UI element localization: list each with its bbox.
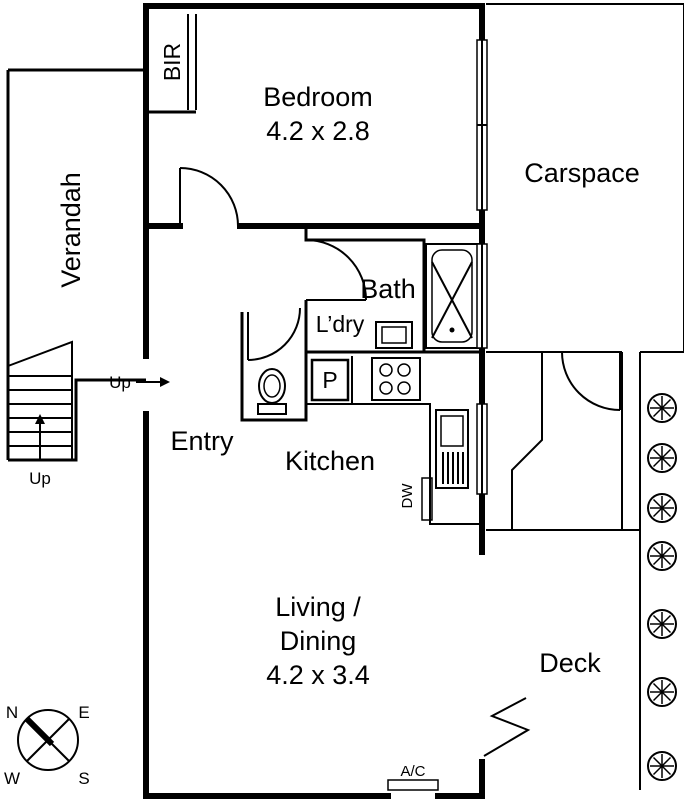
plant-leaf (661, 546, 672, 557)
laundry-label: L’dry (316, 311, 365, 337)
entry-label: Entry (170, 426, 234, 456)
plant-leaf (661, 765, 672, 776)
bedroom-label: Bedroom (263, 82, 373, 112)
plant-leaf (652, 398, 663, 409)
entry-up-arrow (136, 377, 170, 387)
plant-leaf (652, 457, 663, 468)
plant-leaf (652, 614, 663, 625)
verandah-outline (6, 68, 146, 462)
plant-leaf (652, 756, 663, 767)
cooktop (371, 357, 421, 401)
carspace-outline (486, 3, 684, 353)
plant-leaf (661, 507, 672, 518)
toilet (257, 368, 287, 415)
bath-label: Bath (360, 274, 416, 304)
kitchen-sink (435, 409, 469, 489)
plant-leaf (661, 691, 672, 702)
bir-label: BIR (159, 43, 185, 81)
bath-window (476, 243, 488, 349)
deck-label: Deck (539, 648, 601, 678)
plant-leaf (652, 682, 663, 693)
plant-leaf (661, 407, 672, 418)
compass-s: S (78, 769, 89, 788)
pantry (306, 358, 352, 405)
entry-up-label: Up (109, 373, 131, 392)
planter-plants (647, 393, 677, 781)
plant-leaf (661, 555, 672, 566)
plant-leaf (652, 691, 663, 702)
ac-label: A/C (400, 763, 425, 780)
plant-leaf (661, 457, 672, 468)
garage-area (486, 351, 641, 790)
living-label-line2: Dining (280, 626, 357, 656)
dw-label: DW (399, 483, 416, 509)
plant-leaf (661, 682, 672, 693)
pantry-label: P (322, 367, 337, 393)
plant-leaf (661, 498, 672, 509)
dishwasher (421, 477, 433, 521)
plant-leaf (661, 448, 672, 459)
compass-n: N (6, 703, 18, 722)
verandah-label: Verandah (56, 172, 86, 288)
bathtub (425, 243, 479, 349)
compass-icon (17, 709, 79, 771)
plant-leaf (661, 623, 672, 634)
plant-leaf (652, 448, 663, 459)
plant-leaf (652, 407, 663, 418)
plant-leaf (652, 507, 663, 518)
kitchen-label: Kitchen (285, 446, 375, 476)
bedroom-size: 4.2 x 2.8 (266, 116, 370, 146)
plant-leaf (652, 623, 663, 634)
kitchen-window (476, 403, 488, 495)
folding-door (483, 697, 531, 757)
living-size: 4.2 x 3.4 (266, 660, 370, 690)
compass-w: W (4, 769, 20, 788)
plant-leaf (652, 546, 663, 557)
living-label-line1: Living / (275, 592, 361, 622)
bir-closet (146, 14, 197, 114)
compass-e: E (78, 703, 89, 722)
plant-leaf (661, 756, 672, 767)
plant-leaf (652, 765, 663, 776)
bedroom-door (143, 167, 485, 229)
bath-walls (304, 226, 482, 354)
plant-leaf (652, 555, 663, 566)
toilet-room (240, 307, 308, 422)
plant-leaf (661, 398, 672, 409)
plant-leaf (652, 498, 663, 509)
kitchen-bench (351, 356, 482, 525)
carspace-label: Carspace (524, 158, 640, 188)
laundry-tub (375, 321, 413, 349)
stair-up-label: Up (29, 469, 51, 488)
stair-up-arrow (35, 414, 45, 460)
bath-door (305, 239, 367, 301)
ac-unit (387, 779, 439, 791)
plant-leaf (661, 614, 672, 625)
bedroom-window (476, 39, 488, 211)
